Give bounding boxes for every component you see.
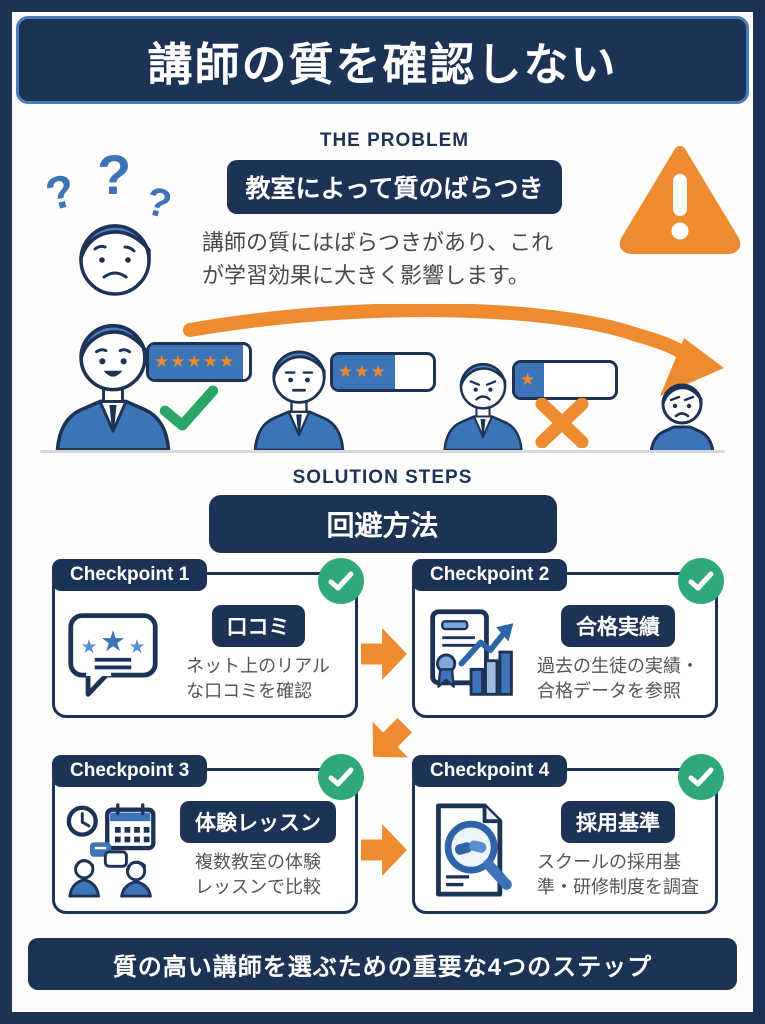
svg-text:?: ? — [142, 179, 176, 227]
solution-badge: 回避方法 — [208, 495, 557, 553]
star-icons: ★ — [520, 370, 537, 389]
section-divider — [40, 450, 725, 453]
check-icon — [688, 571, 714, 591]
right-arrow-icon — [361, 628, 407, 680]
checkpoint-description-line1: ネット上のリアル — [186, 656, 330, 677]
solution-section-label: SOLUTION STEPS — [292, 467, 473, 488]
checkpoint-badge: 採用基準 — [561, 801, 675, 844]
rating-1-badge: ★ — [512, 360, 618, 400]
checkpoint-description-line1: 複数教室の体験 — [195, 852, 321, 873]
checkpoint-tab: Checkpoint 4 — [412, 755, 568, 787]
certificate-chart-icon — [430, 609, 514, 696]
problem-badge: 教室によって質のばらつき — [227, 160, 562, 214]
checkpoint-tab: Checkpoint 1 — [52, 559, 208, 591]
svg-text:?: ? — [40, 163, 80, 220]
star-icons: ★★★ — [338, 362, 387, 381]
clock-calendar-people-icon — [66, 803, 156, 898]
problem-description-line2: が学習効果に大きく影響します。 — [202, 263, 530, 288]
checkpoint-card-3: Checkpoint 3 — [52, 754, 364, 914]
teacher-5star-illustration — [55, 324, 171, 450]
checkpoint-description-line2: 合格データを参照 — [537, 680, 681, 701]
checkpoint-badge: 合格実績 — [561, 605, 675, 648]
footer-text: 質の高い講師を選ぶための重要な4つのステップ — [112, 953, 653, 981]
check-icon — [159, 385, 219, 431]
svg-text:★: ★ — [128, 637, 145, 658]
review-speech-bubble-stars-icon: ★ ★ ★ — [68, 613, 158, 697]
checkpoint-description: 過去の生徒の実績・ 合格データを参照 — [537, 654, 699, 703]
checkpoint-badge: 体験レッスン — [180, 801, 336, 844]
right-arrow-icon — [361, 824, 407, 876]
problem-section: THE PROBLEM 教室によって質のばらつき 講師の質にはばらつきがあり、こ… — [202, 130, 587, 292]
checkpoint-description-line2: 準・研修制度を調査 — [537, 876, 699, 897]
checkpoint-description: 複数教室の体験 レッスンで比較 — [195, 850, 321, 899]
page-title: 講師の質を確認しない — [147, 38, 618, 90]
star-icons: ★★★★★ — [154, 352, 236, 371]
teacher-1star-illustration — [443, 363, 523, 450]
rating-5-fill: ★★★★★ — [149, 345, 243, 379]
checkpoint-card-1: Checkpoint 1 ★ ★ ★ 口コミ ネット上のリアル な口コ — [52, 558, 364, 718]
document-magnifier-handshake-icon — [436, 803, 512, 897]
checkpoint-check-icon — [678, 754, 724, 800]
solution-section: SOLUTION STEPS 回避方法 — [12, 467, 753, 553]
svg-text:★: ★ — [80, 637, 97, 658]
warning-icon — [619, 146, 741, 254]
svg-text:★: ★ — [100, 626, 126, 658]
checkpoint-description-line2: レッスンで比較 — [195, 876, 321, 897]
checkpoint-tab: Checkpoint 3 — [52, 755, 208, 787]
cross-icon — [535, 398, 589, 448]
checkpoint-check-icon — [318, 558, 364, 604]
rating-1-fill: ★ — [515, 363, 544, 397]
checkpoint-tab: Checkpoint 2 — [412, 559, 568, 591]
confused-person-illustration: ? ? ? — [40, 143, 176, 296]
checkpoint-description: スクールの採用基 準・研修制度を調査 — [537, 850, 699, 899]
problem-description-line1: 講師の質にはばらつきがあり、これ — [202, 230, 554, 255]
check-icon — [688, 767, 714, 787]
teacher-3star-illustration — [253, 350, 345, 450]
checkpoint-check-icon — [318, 754, 364, 800]
check-icon — [328, 767, 354, 787]
checkpoint-description-line1: スクールの採用基 — [537, 852, 681, 873]
checkpoint-badge: 口コミ — [211, 605, 305, 648]
declining-arrow-icon — [183, 304, 724, 396]
checkpoint-description-line1: 過去の生徒の実績・ — [537, 656, 699, 677]
footer-banner: 質の高い講師を選ぶための重要な4つのステップ — [28, 938, 737, 990]
rating-3-fill: ★★★ — [333, 355, 395, 389]
rating-3-badge: ★★★ — [330, 352, 436, 392]
title-banner: 講師の質を確認しない — [16, 16, 749, 104]
down-left-arrow-icon — [372, 717, 413, 758]
rating-5-badge: ★★★★★ — [146, 342, 252, 382]
checkpoint-check-icon — [678, 558, 724, 604]
sad-student-illustration — [649, 383, 715, 452]
check-icon — [328, 571, 354, 591]
checkpoint-card-2: Checkpoint 2 合格実績 — [412, 558, 724, 718]
svg-text:?: ? — [97, 143, 131, 206]
problem-description: 講師の質にはばらつきがあり、これ が学習効果に大きく影響します。 — [202, 226, 587, 292]
checkpoint-card-4: Checkpoint 4 採用基準 スクールの採用基 準・研修制 — [412, 754, 724, 914]
problem-section-label: THE PROBLEM — [319, 130, 470, 151]
checkpoint-description: ネット上のリアル な口コミを確認 — [186, 654, 330, 703]
checkpoint-description-line2: な口コミを確認 — [186, 680, 313, 701]
